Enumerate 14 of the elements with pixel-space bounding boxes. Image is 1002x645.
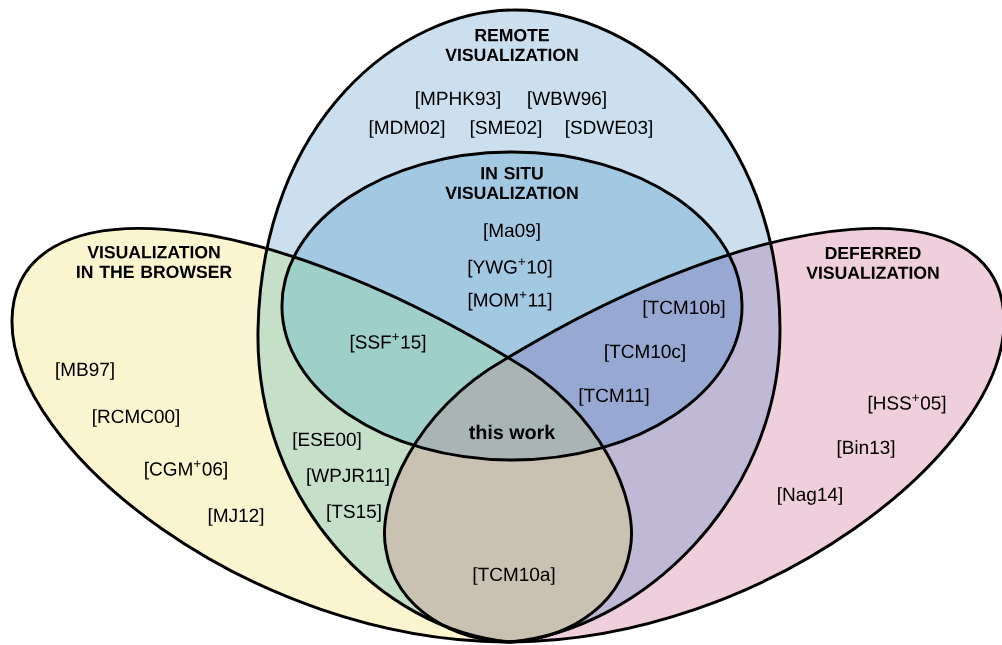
citation-label: [WBW96] (528, 91, 606, 109)
citation-label: [YWG$^{+}$10] (468, 258, 552, 278)
citation-label: [MB97] (56, 362, 114, 380)
citation-label: [HSS$^{+}$05] (868, 394, 946, 414)
citation-label: [MPHK93] (416, 91, 500, 109)
citation-label: [TS15] (327, 504, 381, 522)
citation-label: [MOM$^{+}$11] (468, 291, 552, 311)
citation-label: [TCM10a] (473, 567, 555, 585)
citation-label: [CGM$^{+}$06] (145, 460, 227, 480)
region-label: this work (469, 424, 556, 440)
citation-label: [ESE00] (293, 432, 361, 450)
citation-label: [RCMC00] (93, 409, 179, 427)
citation-label: [Bin13] (837, 440, 895, 458)
citation-label: [TCM10b] (643, 300, 725, 318)
